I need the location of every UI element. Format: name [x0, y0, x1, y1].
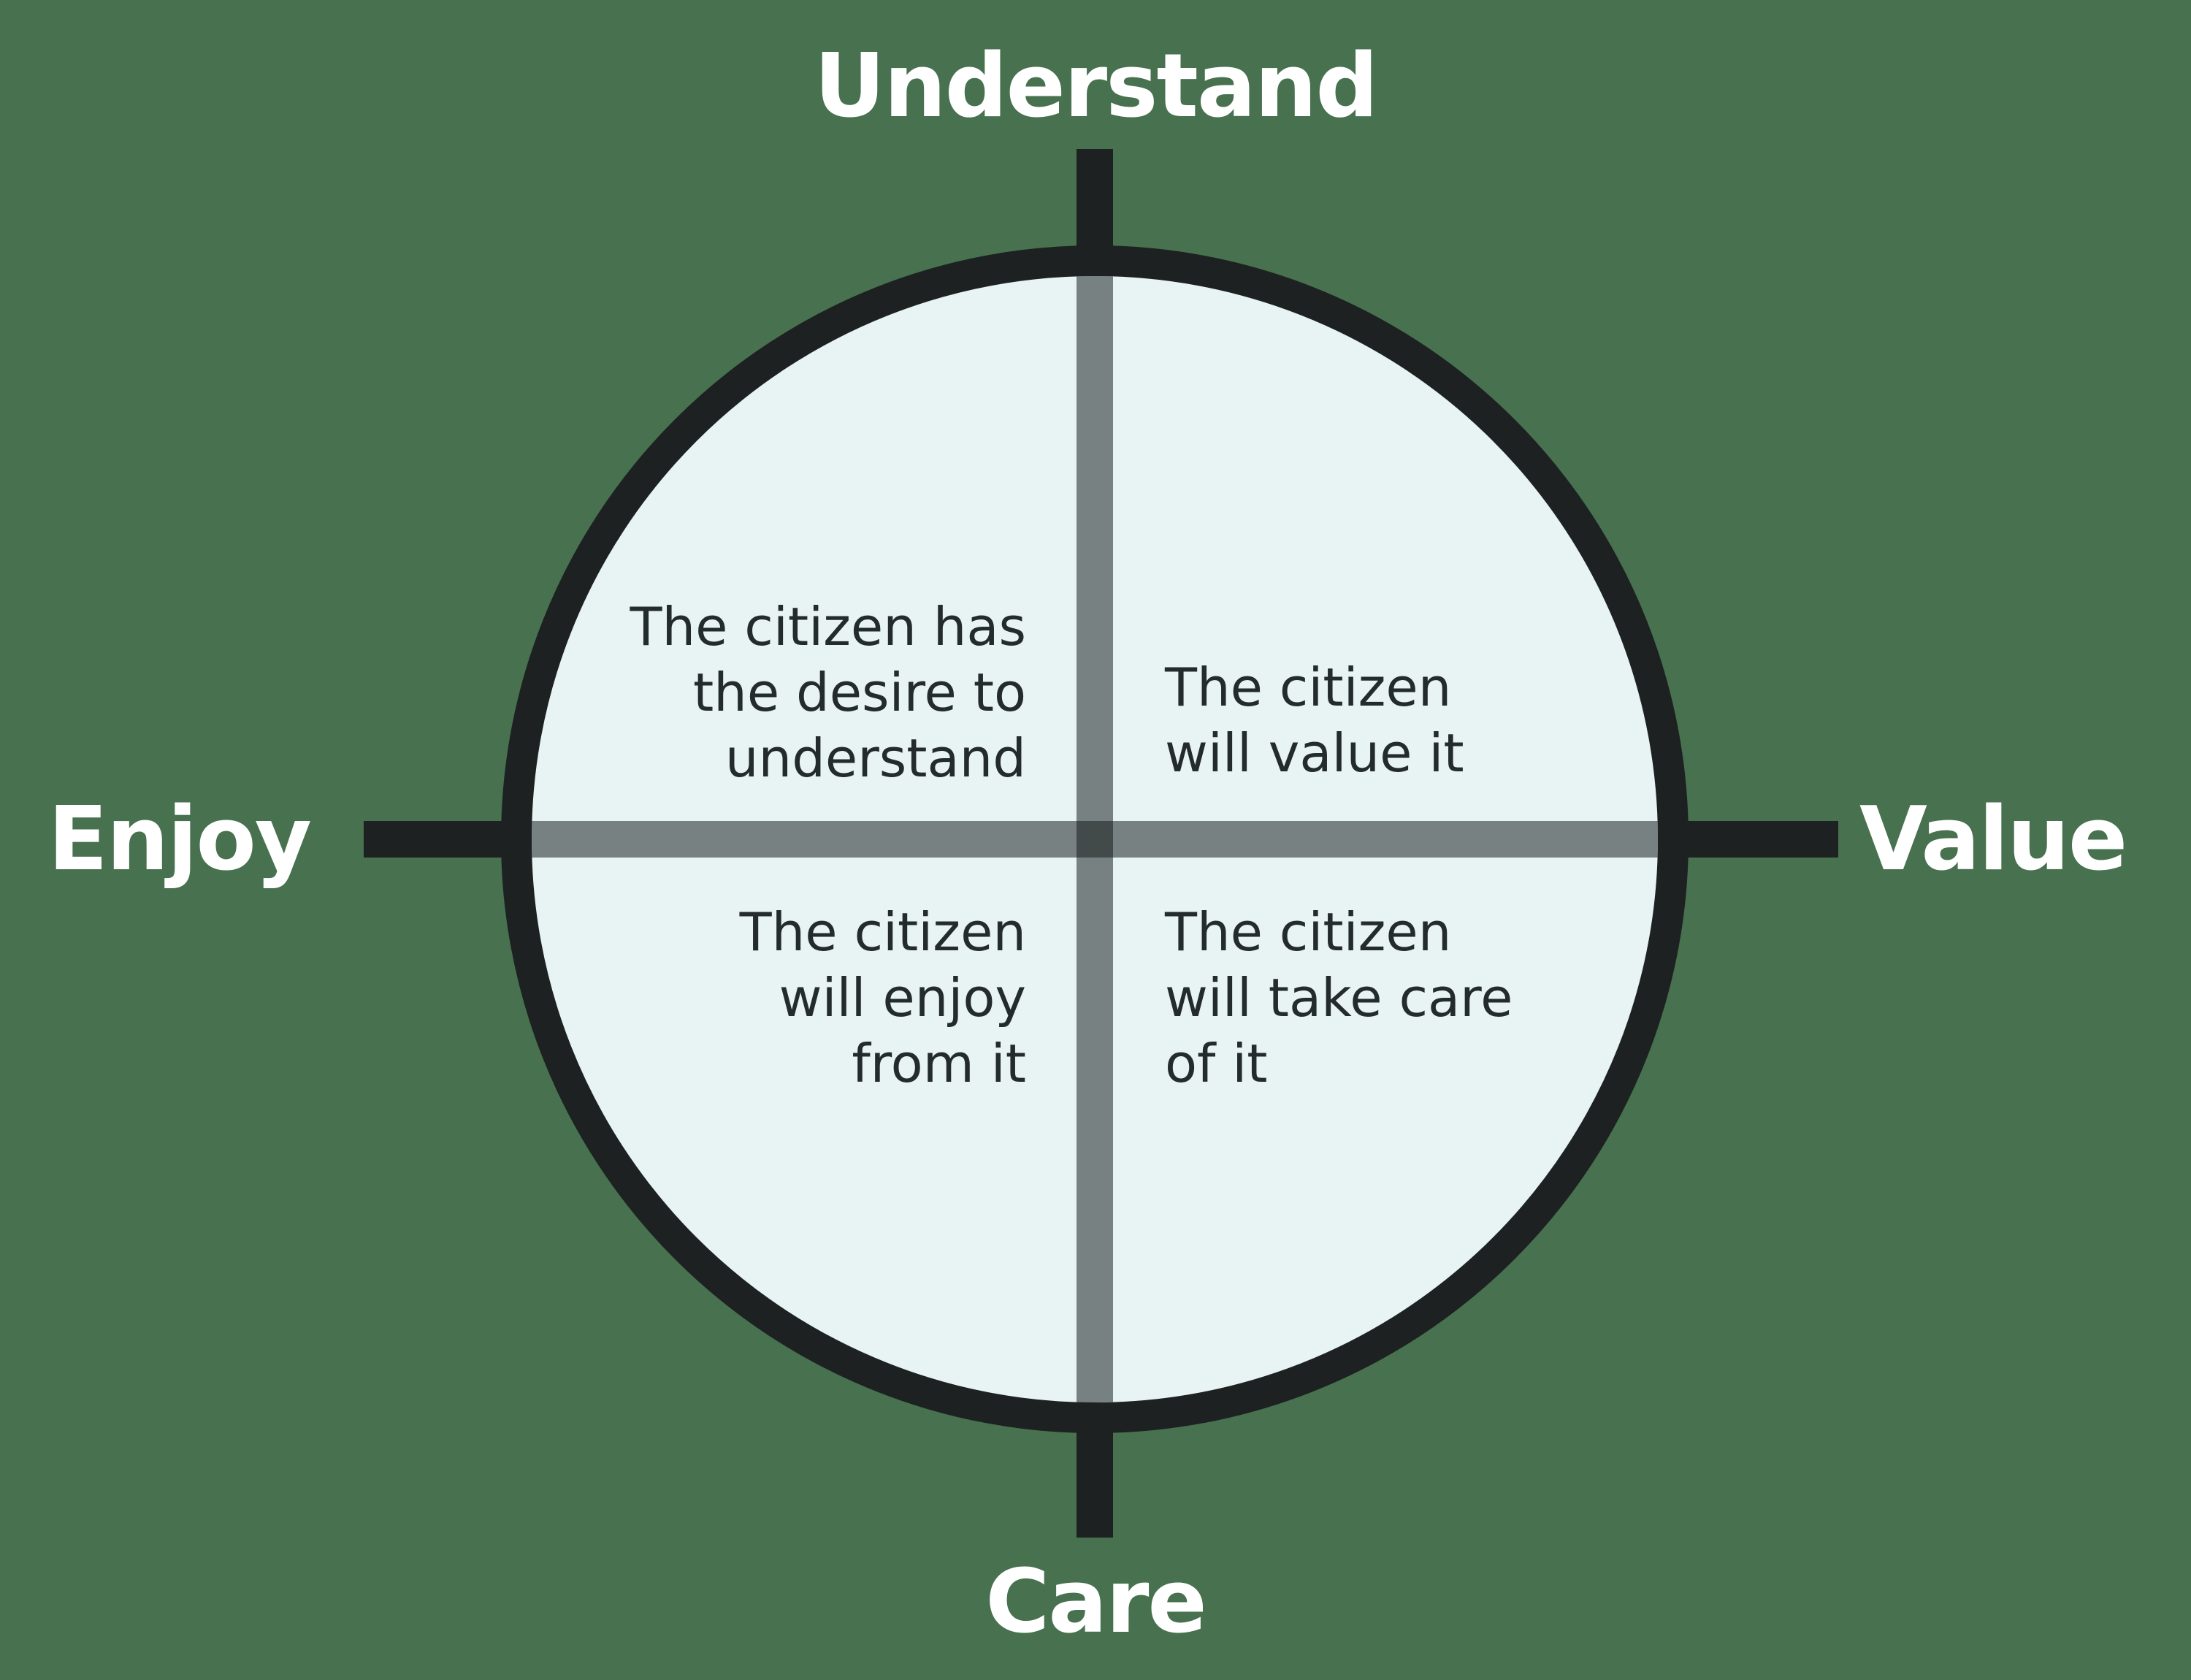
- axis-label-value: Value: [1859, 789, 2127, 890]
- axis-label-care: Care: [985, 1551, 1207, 1653]
- axis-label-enjoy: Enjoy: [47, 789, 312, 890]
- axis-tick-right: [1680, 821, 1838, 858]
- quadrant-text-top-left: The citizen has the desire to understand: [630, 596, 1027, 789]
- quadrant-text-top-right: The citizen will value it: [1165, 657, 1464, 784]
- circle-inner-area: [532, 276, 1658, 1402]
- crosshair-bar-horizontal: [532, 821, 1658, 858]
- quadrant-text-bottom-right: The citizen will take care of it: [1165, 901, 1513, 1094]
- quadrant-text-bottom-left: The citizen will enjoy from it: [739, 901, 1026, 1094]
- axis-label-understand: Understand: [814, 36, 1378, 137]
- axis-tick-left: [364, 821, 510, 858]
